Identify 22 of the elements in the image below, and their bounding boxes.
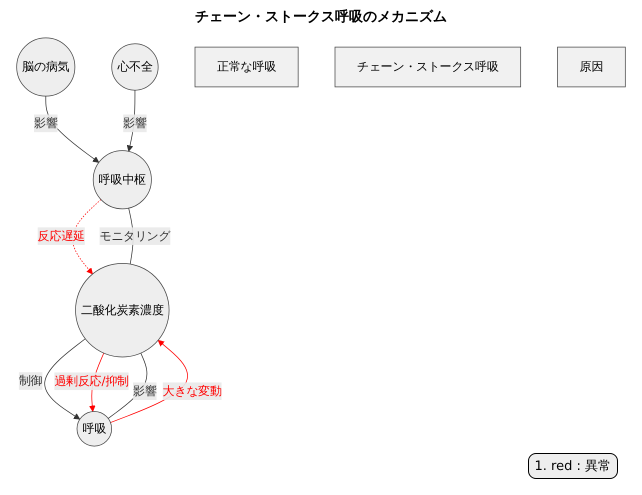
edge-label: 過剰反応/抑制 — [54, 374, 129, 388]
edge-label: 影響 — [123, 116, 147, 130]
edge-label: 制御 — [18, 374, 42, 388]
node-box: 原因 — [557, 46, 626, 88]
node-circle: 心不全 — [111, 43, 159, 91]
arrow — [44, 338, 86, 420]
node-circle: 呼吸中枢 — [92, 150, 152, 210]
edge-label: 影響 — [34, 116, 58, 130]
edge-label: 影響 — [133, 384, 157, 398]
arrow — [110, 340, 188, 423]
arrow — [126, 90, 136, 152]
node-box: チェーン・ストークス呼吸 — [334, 46, 522, 88]
node-circle: 二酸化炭素濃度 — [75, 263, 170, 358]
node-circle: 呼吸 — [76, 411, 112, 446]
node-box: 正常な呼吸 — [194, 46, 299, 88]
arrow — [45, 96, 100, 163]
node-circle: 脳の病気 — [16, 38, 76, 96]
diagram-title: チェーン・ストークス呼吸のメカニズム — [194, 8, 448, 26]
edge-label: 反応遅延 — [38, 228, 85, 243]
legend-note: 1. red : 異常 — [528, 453, 618, 479]
edge-label: 大きな変動 — [162, 384, 222, 398]
edge-label: モニタリング — [100, 228, 170, 243]
